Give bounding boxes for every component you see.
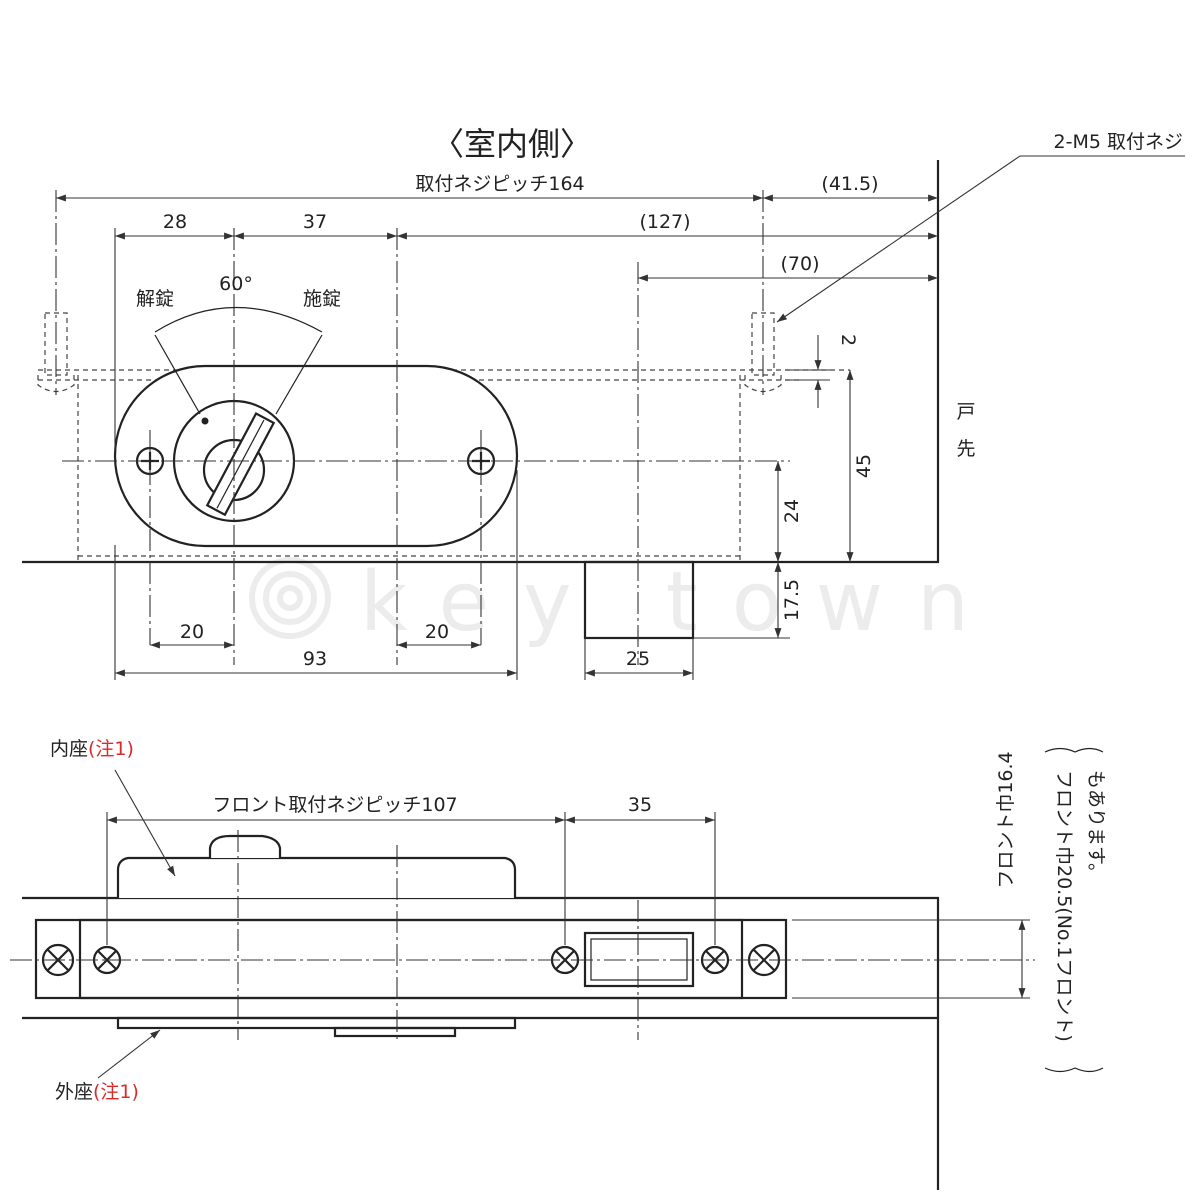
outer-seat [116, 1016, 517, 1030]
dim-28: 28 [163, 211, 187, 233]
dim-pitch-164: 取付ネジピッチ164 [415, 173, 584, 195]
inner-seat-leader [114, 769, 176, 877]
dim-2: 2 [837, 334, 859, 346]
dim-70: (70) [780, 253, 819, 275]
dim-24: 24 [781, 499, 803, 523]
view-title: 〈室内側〉 [432, 125, 592, 163]
front-plate-inner [78, 918, 744, 1000]
dim-35: 35 [628, 794, 652, 816]
dim-17-5: 17.5 [781, 579, 803, 621]
outer-seat-knob [333, 1026, 457, 1038]
outer-seat-label: 外座(注1) [55, 1081, 139, 1103]
inner-seat-label: 内座(注1) [50, 738, 134, 760]
angle-label: 60° [219, 273, 253, 295]
dim-127: (127) [639, 211, 690, 233]
door-edge-char-1: 戸 [956, 401, 975, 423]
top-view: 〈室内側〉 [22, 125, 1185, 680]
latch-bolt [583, 560, 695, 640]
note-bracket-bottom [1044, 1067, 1104, 1073]
screw-label: 2-M5 取付ネジ [1054, 131, 1183, 153]
outer-seat-leader [97, 1029, 161, 1079]
door-outline [22, 160, 940, 564]
watermark: key town [249, 555, 1003, 650]
door-edge-char-2: 先 [956, 438, 975, 460]
dim-20-left: 20 [180, 621, 204, 643]
outer-seat-text: 外座 [55, 1081, 93, 1103]
inner-seat-knob [208, 834, 282, 858]
inner-seat-text: 内座 [50, 738, 88, 760]
dim-20-right: 20 [425, 621, 449, 643]
dim-41-5: (41.5) [821, 173, 878, 195]
rotation-angle [154, 306, 323, 415]
lock-label: 施錠 [303, 288, 341, 310]
outer-seat-note: (注1) [93, 1081, 139, 1103]
inner-seat [116, 856, 517, 898]
dim-front-pitch: フロント取付ネジピッチ107 [212, 794, 457, 816]
dim-37: 37 [303, 211, 327, 233]
dim-25: 25 [626, 648, 650, 670]
note-bracket-top [1044, 747, 1104, 753]
front-view: フロント取付ネジピッチ107 35 内座(注1) 外座(注1) フロント巾16.… [10, 738, 1107, 1190]
screw-leader [776, 155, 1185, 323]
indicator-dot [201, 417, 209, 425]
dim-front-width: フロント巾16.4 [995, 751, 1017, 888]
dim-45: 45 [853, 454, 875, 478]
alt-width-line2: もあります。 [1085, 770, 1107, 882]
alt-width-line1: フロント巾20.5(No.1フロント) [1053, 770, 1075, 1042]
watermark-text: key town [360, 555, 1003, 650]
thumb-turn-knob [205, 412, 276, 517]
inner-seat-note: (注1) [88, 738, 134, 760]
unlock-label: 解錠 [136, 288, 174, 310]
dim-93: 93 [303, 648, 327, 670]
